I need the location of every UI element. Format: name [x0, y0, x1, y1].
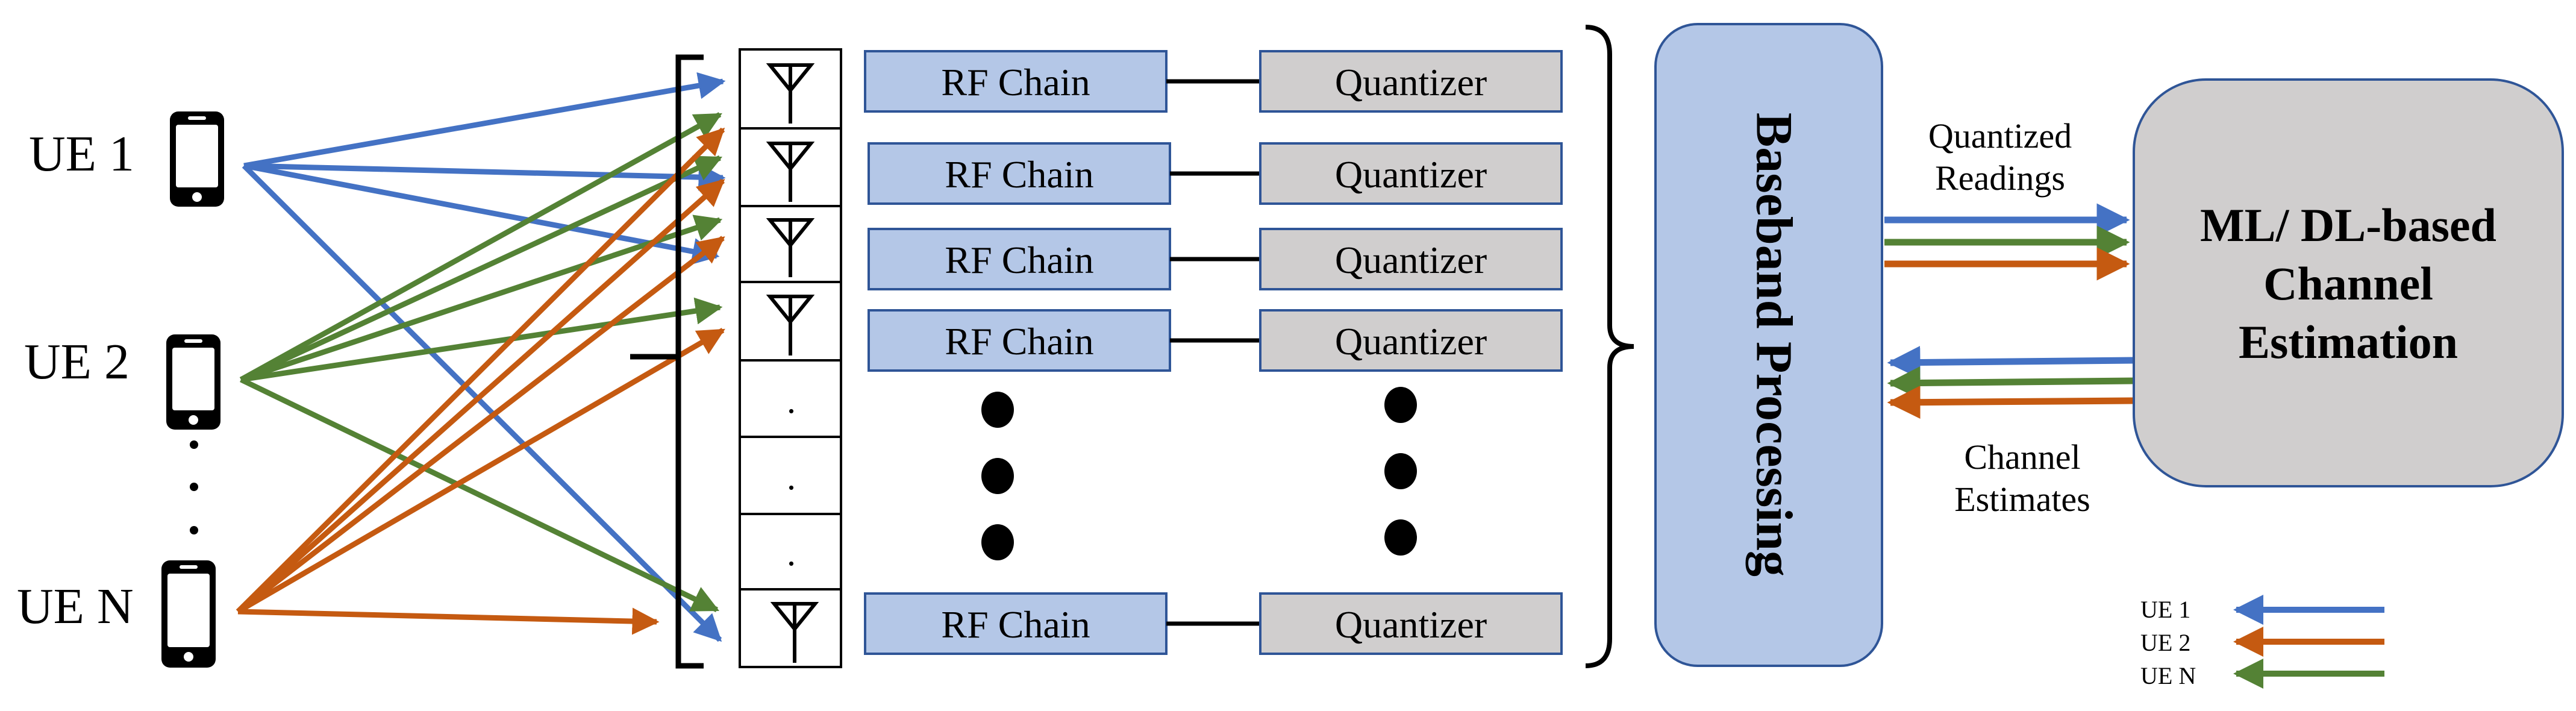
rf-chain-label: RF Chain	[941, 603, 1090, 646]
channel-estimates-label-line2: Estimates	[1954, 480, 2090, 519]
quantizer-box	[1259, 50, 1563, 113]
legend-label-ue1: UE 1	[2140, 596, 2190, 623]
quantized-readings-label-line1: Quantized	[1928, 116, 2072, 155]
rf-chain-box	[868, 309, 1171, 372]
rf-chain-box	[864, 50, 1168, 113]
antenna-dot: .	[787, 533, 796, 573]
ue-label-2: UE 2	[24, 334, 130, 390]
quantizer-box	[1259, 592, 1563, 655]
channel-estimates-label-line1: Channel	[1964, 437, 2080, 477]
rf-chain-label: RF Chain	[945, 153, 1093, 196]
ue-ellipsis	[190, 440, 198, 534]
rf-chain-row: RF Chain Quantizer	[868, 228, 1563, 290]
ue-label-1: UE 1	[29, 126, 134, 182]
baseband-processing-label: Baseband Processing	[1745, 113, 1803, 577]
ue-label-n: UE N	[17, 578, 134, 634]
ml-block-label-line1: ML/ DL-based	[2200, 199, 2496, 251]
quantizer-ellipsis	[1384, 387, 1417, 556]
quantized-readings-label-line2: Readings	[1935, 158, 2065, 198]
quantized-readings-arrows	[1884, 203, 2130, 281]
quantizer-label: Quantizer	[1335, 603, 1487, 646]
ml-dl-channel-estimation-block	[2133, 78, 2564, 487]
legend-label-ue2: UE 2	[2140, 629, 2190, 656]
baseband-processing-block	[1654, 23, 1883, 667]
phone-icon	[170, 111, 224, 207]
quantizer-box	[1259, 228, 1563, 290]
quantizer-label: Quantizer	[1335, 61, 1487, 104]
quantizer-box	[1259, 142, 1563, 205]
ml-block-label-line3: Estimation	[2239, 316, 2458, 368]
antenna-icon	[770, 602, 819, 663]
user-group: UE 1 UE 2 UE N	[17, 111, 224, 668]
rf-chain-label: RF Chain	[945, 320, 1093, 363]
ue2-arrows	[239, 112, 723, 613]
ml-block-label-line2: Channel	[2263, 257, 2433, 310]
rf-chain-box	[864, 592, 1168, 655]
rf-chain-row: RF Chain Quantizer	[864, 50, 1563, 113]
rf-chain-row: RF Chain Quantizer	[864, 592, 1563, 655]
rf-chain-label: RF Chain	[941, 61, 1090, 104]
phone-icon	[166, 334, 220, 430]
rf-ellipsis	[981, 392, 1014, 560]
antenna-icon	[766, 63, 815, 124]
channel-estimates-arrows	[1887, 346, 2134, 419]
quantizer-label: Quantizer	[1335, 320, 1487, 363]
phone-icon	[161, 560, 216, 668]
antenna-icon	[766, 295, 815, 356]
legend-label-uen: UE N	[2140, 662, 2196, 689]
rf-chain-label: RF Chain	[945, 239, 1093, 281]
rf-chain-box	[868, 142, 1171, 205]
legend: UE 1 UE 2 UE N	[2140, 595, 2384, 689]
antenna-bracket	[675, 54, 704, 669]
quantizer-brace	[1585, 25, 1634, 668]
rf-chain-row: RF Chain Quantizer	[868, 142, 1563, 205]
antenna-icon	[766, 218, 815, 277]
quantizer-box	[1259, 309, 1563, 372]
rf-chain-row: RF Chain Quantizer	[868, 309, 1563, 372]
rf-chain-box	[868, 228, 1171, 290]
antenna-dot: .	[787, 457, 796, 497]
antenna-icon	[766, 142, 815, 202]
antenna-dot: .	[787, 381, 796, 421]
quantizer-label: Quantizer	[1335, 153, 1487, 196]
uen-arrows	[236, 127, 725, 635]
quantizer-label: Quantizer	[1335, 239, 1487, 281]
ue1-arrows	[242, 72, 726, 642]
